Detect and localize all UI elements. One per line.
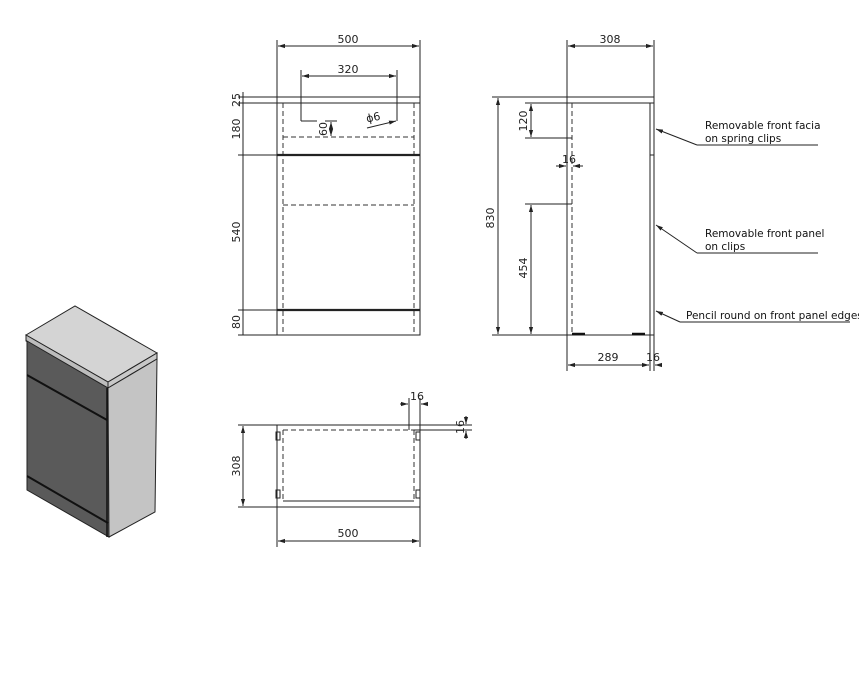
plan-view: 308 500 16 16 [230, 390, 472, 547]
cabinet-3d-render [25, 305, 158, 538]
dim-back-thickness-16: 16 [454, 420, 467, 434]
dim-width-500: 500 [338, 33, 359, 46]
front-elevation: 500 320 60 ϕ6 25 180 540 80 [230, 33, 421, 336]
side-elevation: 308 830 120 16 454 289 16 [484, 33, 662, 371]
dim-depth-308: 308 [600, 33, 621, 46]
dim-carcass-289: 289 [598, 351, 619, 364]
dim-panel-clip-454: 454 [517, 258, 530, 279]
callout-facia-line1: Removable front facia [705, 120, 821, 132]
callouts: Removable front facia on spring clips Re… [655, 120, 859, 323]
dim-top-25: 25 [230, 93, 243, 107]
dim-facia-180: 180 [230, 119, 243, 140]
dim-height-830: 830 [484, 208, 497, 229]
dim-hole-offset: 60 [317, 122, 330, 136]
dim-plan-width-500: 500 [338, 527, 359, 540]
dim-facia-clip-120: 120 [517, 111, 530, 132]
callout-facia-line2: on spring clips [705, 133, 781, 145]
dim-plinth-80: 80 [230, 315, 243, 329]
callout-panel-line1: Removable front panel [705, 228, 824, 240]
dim-side-thickness-16: 16 [410, 390, 424, 403]
dim-panel-16: 16 [646, 351, 660, 364]
dim-hole-diameter: ϕ6 [365, 110, 382, 126]
callout-panel-line2: on clips [705, 241, 745, 253]
callout-edges: Pencil round on front panel edges [686, 310, 859, 322]
dim-recess-16: 16 [562, 153, 576, 166]
dim-hole-spacing: 320 [338, 63, 359, 76]
dim-panel-540: 540 [230, 222, 243, 243]
dim-plan-depth-308: 308 [230, 456, 243, 477]
